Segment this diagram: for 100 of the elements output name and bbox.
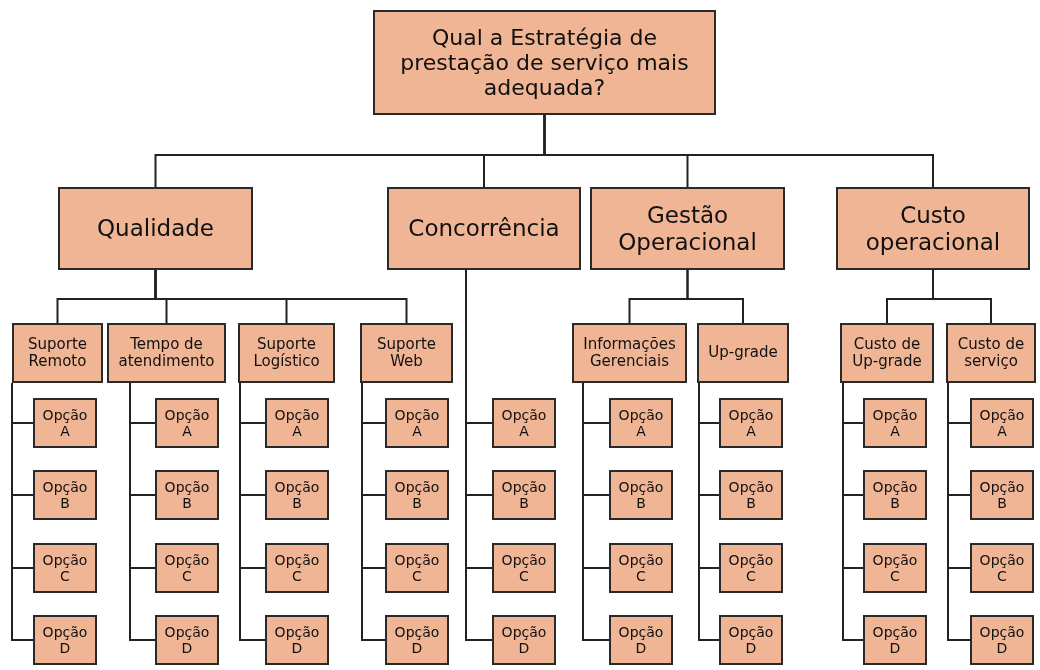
option-box [385, 615, 449, 665]
node-text: Qual a Estratégia de prestação de serviço mais adequada? [399, 24, 690, 101]
node-text: Opção B [618, 478, 664, 512]
option-box [385, 398, 449, 448]
category-box [387, 187, 581, 270]
node-text: Opção C [42, 551, 88, 585]
connector-line [932, 269, 992, 324]
option-box [385, 470, 449, 520]
connector-line [154, 269, 408, 324]
option-box [33, 470, 97, 520]
node-text: Gestão Operacional [617, 202, 758, 255]
node-text: Opção B [872, 478, 918, 512]
option-box [492, 543, 556, 593]
category-box [836, 187, 1030, 270]
node-text: Qualidade [97, 215, 214, 242]
connector-line [361, 382, 386, 641]
option-box [719, 398, 783, 448]
node-text: Opção A [728, 406, 774, 440]
node-text: Opção C [501, 551, 547, 585]
node-text: Opção A [164, 406, 210, 440]
option-box [155, 615, 219, 665]
option-box [863, 398, 927, 448]
node-text: Custo de serviço [956, 335, 1026, 371]
category-box [238, 323, 335, 383]
node-text: Opção D [164, 623, 210, 657]
category-box [58, 187, 253, 270]
node-text: Opção A [394, 406, 440, 440]
node-text: Up-grade [708, 344, 778, 362]
question-box [373, 10, 716, 115]
node-text: Opção A [979, 406, 1025, 440]
node-text: Custo de Up-grade [851, 335, 923, 371]
connector-line [842, 382, 864, 641]
node-text: Tempo de atendimento [117, 335, 216, 371]
node-text: Opção C [394, 551, 440, 585]
option-box [492, 398, 556, 448]
category-box [697, 323, 789, 383]
connector-line [129, 382, 156, 641]
node-text: Opção C [979, 551, 1025, 585]
connector-line [239, 382, 266, 641]
node-text: Concorrência [408, 215, 560, 242]
node-text: Opção D [618, 623, 664, 657]
node-text: Opção D [501, 623, 547, 657]
option-box [609, 543, 673, 593]
option-box [970, 470, 1034, 520]
category-box [360, 323, 453, 383]
connector-line [947, 382, 971, 641]
option-box [719, 615, 783, 665]
node-text: Opção B [501, 478, 547, 512]
node-text: Opção D [394, 623, 440, 657]
node-text: Informações Gerenciais [582, 335, 677, 371]
option-box [492, 615, 556, 665]
option-box [385, 543, 449, 593]
node-text: Opção C [728, 551, 774, 585]
option-box [609, 470, 673, 520]
connector-line [582, 382, 610, 641]
node-text: Opção B [164, 478, 210, 512]
node-text: Opção D [872, 623, 918, 657]
option-box [265, 615, 329, 665]
option-box [719, 470, 783, 520]
option-box [155, 470, 219, 520]
option-box [33, 615, 97, 665]
option-box [970, 543, 1034, 593]
node-text: Opção D [728, 623, 774, 657]
category-box [840, 323, 934, 383]
option-box [33, 543, 97, 593]
node-text: Opção C [274, 551, 320, 585]
option-box [863, 615, 927, 665]
node-text: Opção B [274, 478, 320, 512]
node-text: Opção D [979, 623, 1025, 657]
connector-line [11, 382, 34, 641]
option-box [265, 543, 329, 593]
node-text: Opção A [872, 406, 918, 440]
node-text: Custo operacional [864, 202, 1002, 255]
node-text: Suporte Web [376, 335, 437, 371]
option-box [609, 398, 673, 448]
node-text: Opção A [501, 406, 547, 440]
connector-line [543, 114, 934, 188]
node-text: Opção D [42, 623, 88, 657]
option-box [155, 398, 219, 448]
node-text: Opção A [274, 406, 320, 440]
option-box [970, 615, 1034, 665]
option-box [265, 470, 329, 520]
node-text: Suporte Logístico [252, 335, 321, 371]
category-box [572, 323, 687, 383]
category-box [590, 187, 785, 270]
option-box [863, 470, 927, 520]
connector-line [686, 269, 744, 324]
node-text: Opção C [164, 551, 210, 585]
option-box [863, 543, 927, 593]
node-text: Opção B [394, 478, 440, 512]
category-box [12, 323, 103, 383]
option-box [265, 398, 329, 448]
option-box [492, 470, 556, 520]
node-text: Opção B [42, 478, 88, 512]
option-box [609, 615, 673, 665]
option-box [33, 398, 97, 448]
node-text: Opção B [728, 478, 774, 512]
option-box [970, 398, 1034, 448]
node-text: Opção B [979, 478, 1025, 512]
node-text: Opção D [274, 623, 320, 657]
